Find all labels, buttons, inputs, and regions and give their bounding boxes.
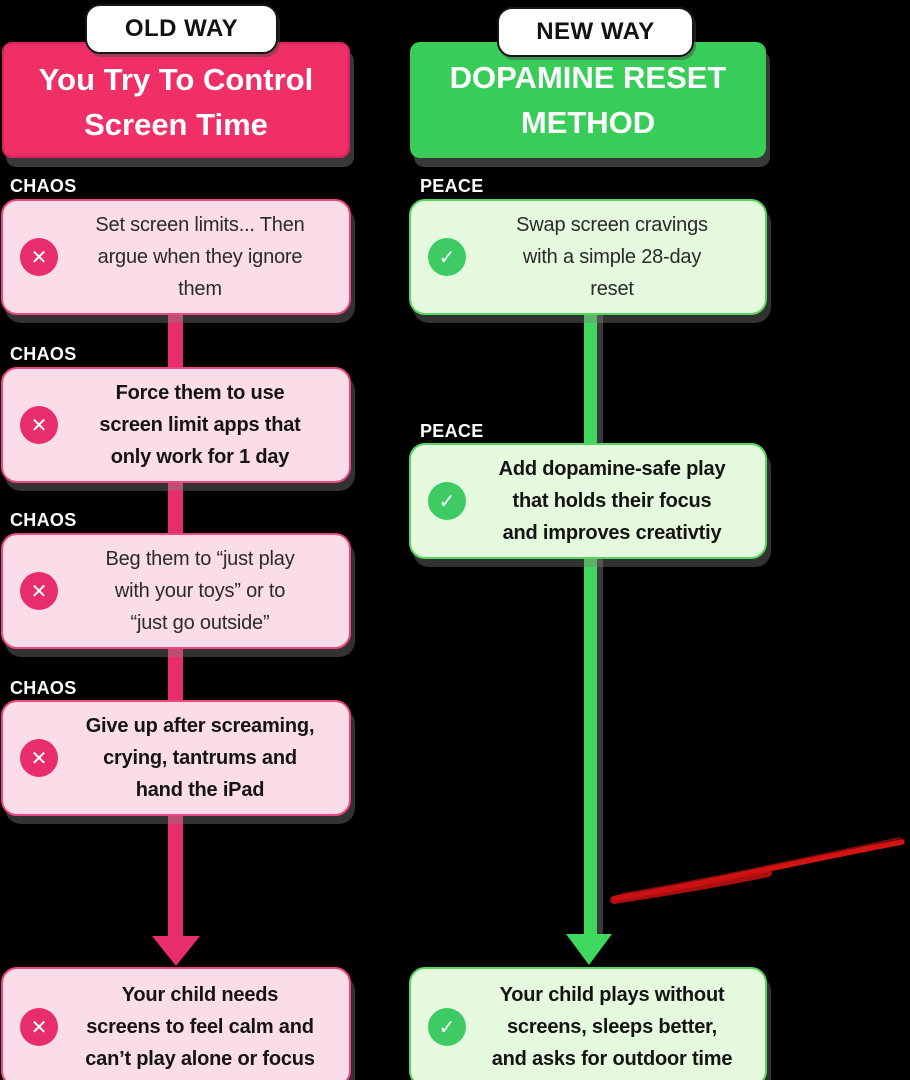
peace-label-1: PEACE: [420, 176, 484, 196]
new-way-header: DOPAMINE RESET METHOD: [410, 42, 766, 158]
new-way-result-text: Your child plays without screens, sleeps…: [491, 984, 733, 1070]
peace-box-2-text: Add dopamine-safe play that holds their …: [498, 458, 726, 544]
chaos-box-1: ✕ Set screen limits... Then argue when t…: [1, 199, 351, 315]
old-way-result-text: Your child needs screens to feel calm an…: [85, 984, 315, 1070]
chaos-box-2: ✕ Force them to use screen limit apps th…: [1, 367, 351, 483]
cross-icon: ✕: [20, 238, 58, 276]
old-way-arrowhead-icon: [152, 936, 200, 966]
chaos-label-3: CHAOS: [10, 510, 77, 530]
chaos-label-1: CHAOS: [10, 176, 77, 196]
cross-icon: ✕: [20, 572, 58, 610]
old-way-tag: OLD WAY: [85, 4, 278, 54]
peace-box-2: ✓ Add dopamine-safe play that holds thei…: [409, 443, 767, 559]
new-way-tag: NEW WAY: [497, 7, 694, 57]
chaos-label-4: CHAOS: [10, 678, 77, 698]
old-way-header: You Try To Control Screen Time: [2, 42, 350, 158]
chaos-box-2-text: Force them to use screen limit apps that…: [99, 382, 301, 468]
cross-icon: ✕: [20, 739, 58, 777]
chaos-box-4-text: Give up after screaming, crying, tantrum…: [85, 715, 315, 801]
new-way-arrowhead-icon: [566, 934, 612, 965]
cross-icon: ✕: [20, 1008, 58, 1046]
old-way-result-box: ✕ Your child needs screens to feel calm …: [1, 967, 351, 1080]
peace-box-1: ✓ Swap screen cravings with a simple 28-…: [409, 199, 767, 315]
cross-icon: ✕: [20, 406, 58, 444]
red-strike-line: [610, 837, 905, 904]
peace-label-2: PEACE: [420, 421, 484, 441]
check-icon: ✓: [428, 238, 466, 276]
check-icon: ✓: [428, 482, 466, 520]
check-icon: ✓: [428, 1008, 466, 1046]
chaos-box-4: ✕ Give up after screaming, crying, tantr…: [1, 700, 351, 816]
chaos-label-2: CHAOS: [10, 344, 77, 364]
new-way-arrow-stem: [584, 300, 597, 937]
chaos-box-3-text: Beg them to “just play with your toys” o…: [105, 548, 295, 634]
new-way-result-box: ✓ Your child plays without screens, slee…: [409, 967, 767, 1080]
chaos-box-3: ✕ Beg them to “just play with your toys”…: [1, 533, 351, 649]
peace-box-1-text: Swap screen cravings with a simple 28-da…: [516, 214, 708, 300]
chaos-box-1-text: Set screen limits... Then argue when the…: [95, 214, 305, 300]
